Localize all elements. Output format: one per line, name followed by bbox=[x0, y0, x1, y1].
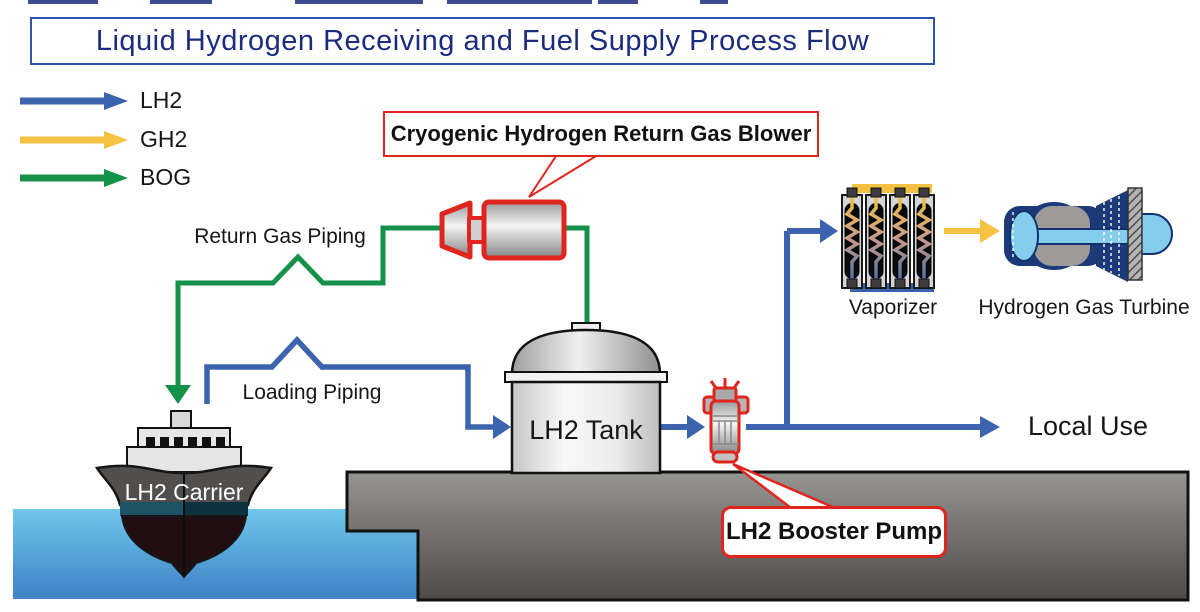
lh2-tank-label: LH2 Tank bbox=[529, 415, 643, 445]
legend-item-bog: BOG bbox=[18, 164, 191, 191]
legend-label-lh2: LH2 bbox=[140, 87, 183, 113]
bog-arrow-icon bbox=[20, 168, 128, 187]
turbine-tail-cone bbox=[1140, 213, 1173, 255]
local-use-label: Local Use bbox=[1027, 411, 1149, 441]
blower-callout-text: Cryogenic Hydrogen Return Gas Blower bbox=[390, 121, 812, 146]
bog-arrow-down-icon bbox=[165, 385, 191, 404]
lh2-loading-pipe bbox=[204, 335, 511, 439]
diagram-title: Liquid Hydrogen Receiving and Fuel Suppl… bbox=[95, 24, 870, 57]
gh2-arrow-icon bbox=[980, 219, 1000, 243]
tank-flange bbox=[504, 371, 668, 383]
vaporizer-gh2-header bbox=[852, 184, 932, 193]
loading-piping-label: Loading Piping bbox=[242, 381, 382, 404]
legend-label-gh2: GH2 bbox=[140, 126, 188, 152]
gas-turbine-unit bbox=[1004, 187, 1173, 282]
booster-pump-callout-text: LH2 Booster Pump bbox=[725, 518, 943, 545]
hydrogen-gas-turbine-label: Hydrogen Gas Turbine bbox=[978, 296, 1190, 319]
turbine-exhaust-grille bbox=[1127, 187, 1143, 281]
ship-waterline-stripe bbox=[120, 502, 184, 516]
top-crop-artifact bbox=[700, 0, 728, 4]
ship-windows bbox=[146, 437, 225, 446]
vaporizer-unit bbox=[841, 184, 935, 292]
lh2-arrow-vaporizer-icon bbox=[820, 219, 838, 243]
ship-waterline-stripe bbox=[184, 502, 248, 516]
turbine-intake-dome bbox=[1009, 210, 1039, 262]
legend-item-gh2: GH2 bbox=[18, 126, 187, 153]
lh2-arrow-icon bbox=[687, 415, 705, 439]
gh2-arrow-icon bbox=[20, 130, 128, 149]
booster-pump-callout: LH2 Booster Pump bbox=[721, 506, 947, 558]
legend-item-lh2: LH2 bbox=[18, 87, 182, 114]
blower-callout: Cryogenic Hydrogen Return Gas Blower bbox=[383, 111, 819, 157]
top-crop-artifact bbox=[295, 0, 423, 4]
lh2-arrow-icon bbox=[493, 415, 511, 439]
vaporizer-panels bbox=[841, 187, 935, 289]
lh2-arrow-local-use-icon bbox=[980, 416, 1000, 438]
gh2-pipe bbox=[944, 219, 1000, 243]
lh2-tank bbox=[504, 322, 668, 475]
lh2-carrier-ship bbox=[94, 410, 274, 579]
top-crop-artifact bbox=[598, 0, 638, 4]
vaporizer-label: Vaporizer bbox=[848, 296, 938, 319]
lh2-booster-pump bbox=[702, 378, 750, 464]
blower-callout-pointer bbox=[528, 149, 610, 198]
lh2-supply-pipe bbox=[661, 219, 1000, 439]
top-crop-artifact bbox=[447, 0, 592, 4]
legend-label-bog: BOG bbox=[140, 164, 192, 190]
tank-dome bbox=[510, 328, 662, 376]
lh2-arrow-icon bbox=[20, 91, 128, 110]
top-crop-artifact bbox=[28, 0, 98, 4]
return-gas-piping-label: Return Gas Piping bbox=[194, 225, 366, 248]
diagram-title-box: Liquid Hydrogen Receiving and Fuel Suppl… bbox=[30, 17, 935, 65]
lh2-carrier-label: LH2 Carrier bbox=[124, 479, 244, 505]
return-gas-blower bbox=[439, 199, 567, 261]
top-crop-artifact bbox=[150, 0, 212, 4]
tank-body bbox=[510, 380, 662, 475]
